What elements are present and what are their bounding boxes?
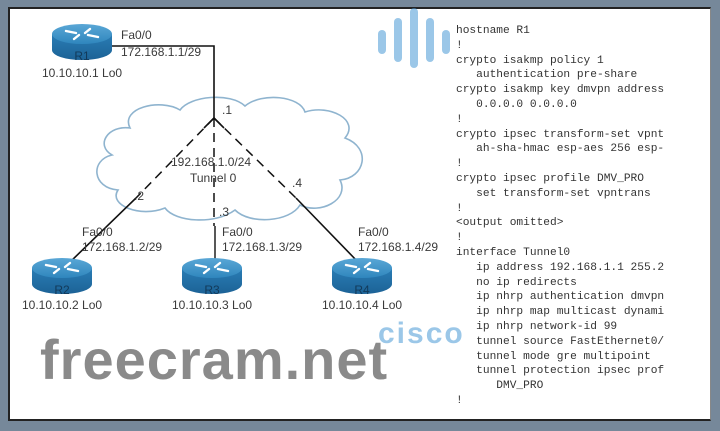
tunnel-r4 (213, 117, 297, 199)
r2-ip: 172.168.1.2/29 (82, 240, 163, 254)
tunnel-host-r4: .4 (292, 176, 303, 190)
config-line: interface Tunnel0 (456, 246, 571, 259)
router-r3-name: R3 (204, 283, 220, 297)
r4-link (295, 197, 359, 263)
r3-ip: 172.168.1.3/29 (222, 240, 303, 254)
config-line: crypto ipsec transform-set vpnt (456, 128, 665, 141)
tunnel-name: Tunnel 0 (190, 171, 237, 185)
config-line: hostname R1 (456, 25, 530, 37)
r2-interface: Fa0/0 (82, 225, 113, 239)
config-line: ip nhrp network-id 99 (456, 320, 618, 333)
r4-interface: Fa0/0 (358, 225, 389, 239)
tunnel-cloud (96, 96, 363, 221)
config-line: ! (456, 202, 463, 215)
frame-edge (711, 0, 720, 431)
tunnel-host-r3: .3 (219, 205, 230, 219)
config-line: crypto isakmp key dmvpn address (456, 84, 665, 97)
config-line: DMV_PRO (456, 380, 544, 393)
r2-loopback: 10.10.10.2 Lo0 (22, 298, 103, 312)
config-line: authentication pre-share (456, 69, 638, 82)
tunnel-network: 192.168.1.0/24 (171, 155, 252, 169)
r4-ip: 172.168.1.4/29 (358, 240, 439, 254)
router-r4-name: R4 (354, 283, 370, 297)
r3-loopback: 10.10.10.3 Lo0 (172, 298, 253, 312)
config-line: ip address 192.168.1.1 255.2 (456, 261, 665, 274)
config-line: ! (456, 232, 463, 245)
config-line: set transform-set vpntrans (456, 187, 651, 200)
config-line: ip nhrp authentication dmvpn (456, 291, 665, 304)
config-line: <output omitted> (456, 217, 564, 230)
r1-ip: 172.168.1.1/29 (121, 45, 202, 59)
config-line: crypto isakmp policy 1 (456, 54, 604, 67)
r1-link (96, 45, 215, 118)
config-line: tunnel mode gre multipoint (456, 350, 651, 363)
config-line: ah-sha-hmac esp-aes 256 esp- (456, 143, 665, 156)
config-line: crypto ipsec profile DMV_PRO (456, 172, 644, 185)
config-line: ! (456, 394, 463, 407)
tunnel-host-r2: .2 (134, 189, 145, 203)
config-line: no ip redirects (456, 276, 577, 289)
config-line: tunnel source FastEthernet0/ (456, 335, 665, 348)
r4-loopback: 10.10.10.4 Lo0 (322, 298, 403, 312)
router-config: hostname R1! crypto isakmp policy 1 authe… (456, 24, 708, 409)
tunnel-host-r1: .1 (222, 103, 233, 117)
config-line: ! (456, 158, 463, 171)
router-r1-name: R1 (74, 49, 90, 63)
config-line: ! (456, 113, 463, 126)
tunnel-r2 (135, 117, 215, 199)
config-line: tunnel protection ipsec prof (456, 365, 665, 378)
router-r2-name: R2 (54, 283, 70, 297)
config-line: 0.0.0.0 0.0.0.0 (456, 98, 577, 111)
config-line: ip nhrp map multicast dynami (456, 306, 665, 319)
r1-interface: Fa0/0 (121, 28, 152, 42)
network-diagram (30, 22, 394, 296)
r2-link (67, 197, 137, 265)
exhibit-panel (8, 7, 711, 421)
config-line: ! (456, 39, 463, 52)
r1-loopback: 10.10.10.1 Lo0 (42, 66, 123, 80)
r3-interface: Fa0/0 (222, 225, 253, 239)
